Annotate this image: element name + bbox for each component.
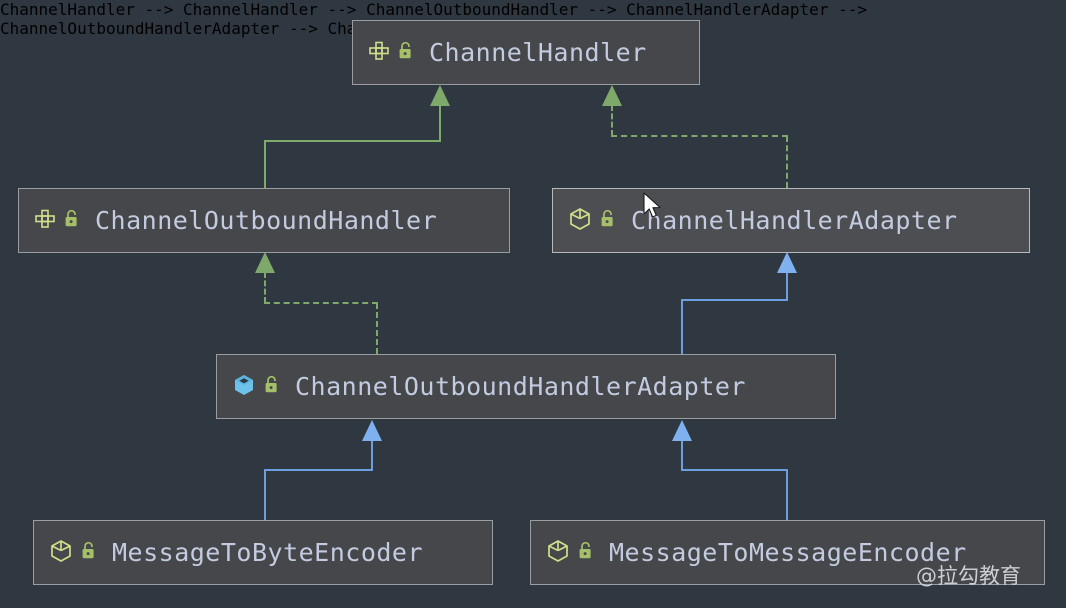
edge-message-encoder-stem [681, 440, 683, 470]
edge-outbound-adapter-to-handler-adapter-stem [786, 272, 788, 300]
unlocked-padlock-icon [398, 41, 413, 64]
class-name-label: ChannelOutboundHandlerAdapter [295, 372, 746, 401]
watermark-text: @拉勾教育 [916, 564, 1021, 588]
class-name-label: ChannelHandlerAdapter [631, 206, 958, 235]
edge-message-encoder-riser [786, 470, 788, 520]
unlocked-padlock-icon [81, 541, 96, 564]
edge-message-encoder-arrowhead [672, 420, 692, 441]
class-node-message-to-byte-encoder[interactable]: MessageToByteEncoder [33, 520, 493, 585]
class-name-label: ChannelHandler [429, 38, 647, 67]
node-icon-group [48, 538, 96, 568]
edge-outbound-adapter-to-outbound-arrowhead [255, 252, 275, 273]
class-node-message-to-message-encoder[interactable]: MessageToMessageEncoder [530, 520, 1045, 585]
abstract-class-icon [567, 206, 593, 236]
class-icon [231, 372, 257, 402]
node-icon-group [231, 372, 279, 402]
interface-icon [367, 39, 391, 67]
abstract-class-icon [48, 538, 74, 568]
edge-outbound-adapter-to-handler-adapter-riser [681, 300, 683, 354]
edge-outbound-adapter-to-outbound-stem [264, 272, 266, 303]
class-name-label: ChannelOutboundHandler [95, 206, 438, 235]
edge-outbound-to-handler-arrowhead [430, 85, 450, 106]
node-icon-group [33, 207, 79, 235]
abstract-class-icon [545, 538, 571, 568]
edge-outbound-adapter-to-handler-adapter-horizontal [681, 299, 788, 301]
edge-outbound-adapter-to-outbound-riser [376, 303, 378, 354]
class-name-label: MessageToMessageEncoder [609, 538, 967, 567]
unlocked-padlock-icon [64, 209, 79, 232]
edge-outbound-to-handler-stem [439, 105, 441, 141]
unlocked-padlock-icon [578, 541, 593, 564]
unlocked-padlock-icon [264, 375, 279, 398]
edge-outbound-adapter-to-outbound-horizontal [264, 302, 378, 304]
interface-icon [33, 207, 57, 235]
class-node-channel-outbound-handler[interactable]: ChannelOutboundHandler [18, 188, 510, 253]
class-node-channel-handler-adapter[interactable]: ChannelHandlerAdapter [552, 188, 1030, 253]
unlocked-padlock-icon [600, 209, 615, 232]
edge-byte-encoder-stem [371, 440, 373, 470]
edge-adapter-to-handler-riser [786, 136, 788, 188]
edge-adapter-to-handler-arrowhead [602, 85, 622, 106]
node-icon-group [567, 206, 615, 236]
edge-outbound-to-handler-horizontal [264, 140, 441, 142]
edge-outbound-adapter-to-handler-adapter-arrowhead [777, 252, 797, 273]
edge-adapter-to-handler-horizontal [611, 135, 788, 137]
node-icon-group [367, 39, 413, 67]
edge-byte-encoder-riser [264, 470, 266, 520]
node-icon-group [545, 538, 593, 568]
edge-byte-encoder-arrowhead [362, 420, 382, 441]
edge-adapter-to-handler-stem [611, 105, 613, 136]
edge-outbound-to-handler-riser [264, 141, 266, 188]
edge-message-encoder-horizontal [681, 469, 788, 471]
class-node-channel-outbound-handler-adapter[interactable]: ChannelOutboundHandlerAdapter [216, 354, 836, 419]
edge-byte-encoder-horizontal [264, 469, 373, 471]
class-name-label: MessageToByteEncoder [112, 538, 424, 567]
class-node-channel-handler[interactable]: ChannelHandler [352, 20, 700, 85]
